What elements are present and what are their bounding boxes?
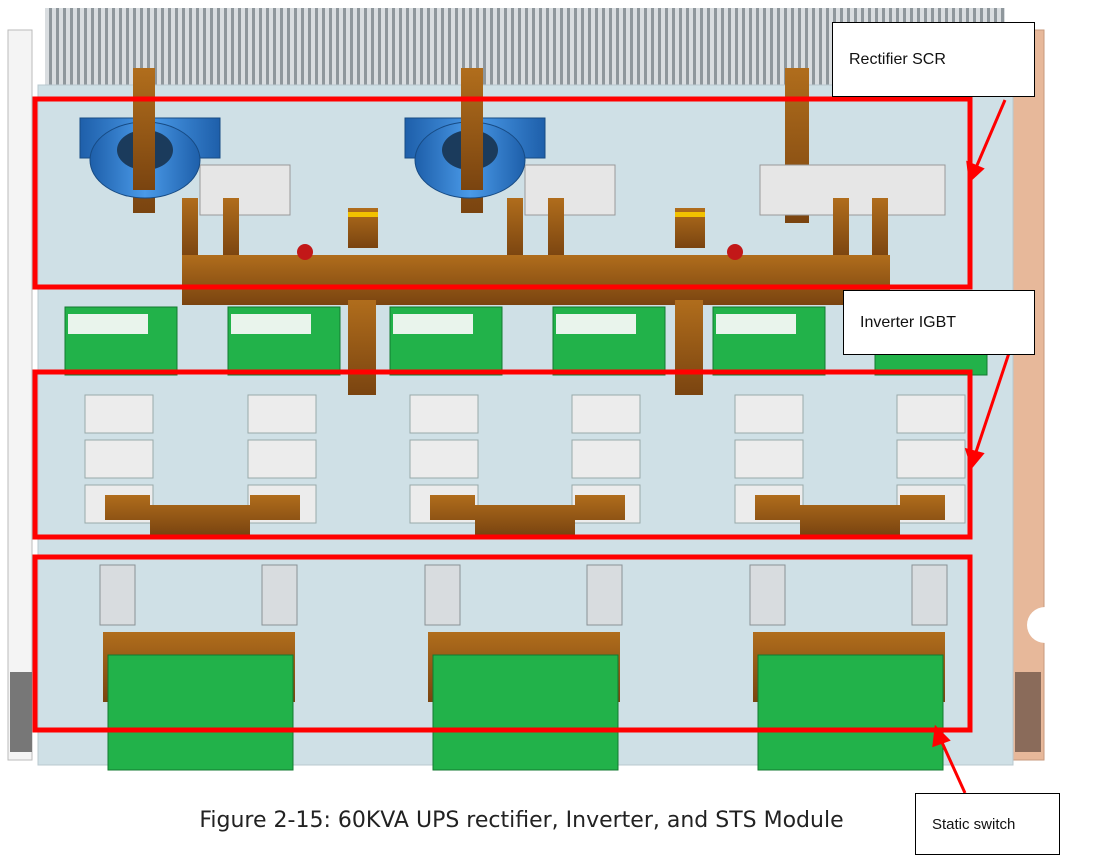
static-switch-label: Static switch (915, 793, 1060, 855)
figure-caption: Figure 2-15: 60KVA UPS rectifier, Invert… (199, 808, 844, 833)
static-switch-callout-arrow (938, 737, 967, 794)
left-rail-bracket (10, 672, 32, 752)
right-rail-bracket (1015, 672, 1041, 752)
rectifier-label: Rectifier SCR (832, 22, 1035, 97)
inverter-label: Inverter IGBT (843, 290, 1035, 355)
right-rail (1011, 29, 1045, 761)
left-rail (7, 29, 33, 761)
rectifier-highlight-box (32, 96, 973, 290)
inverter-components (64, 306, 988, 535)
rectifier-components (79, 68, 946, 395)
dc-busbar (182, 255, 890, 305)
inverter-callout-arrow (973, 349, 1012, 456)
rectifier-callout-arrow (973, 99, 1007, 171)
right-rail-notch (1027, 607, 1063, 643)
static-switch-highlight-box (32, 554, 973, 733)
static-switch-components (99, 564, 948, 771)
